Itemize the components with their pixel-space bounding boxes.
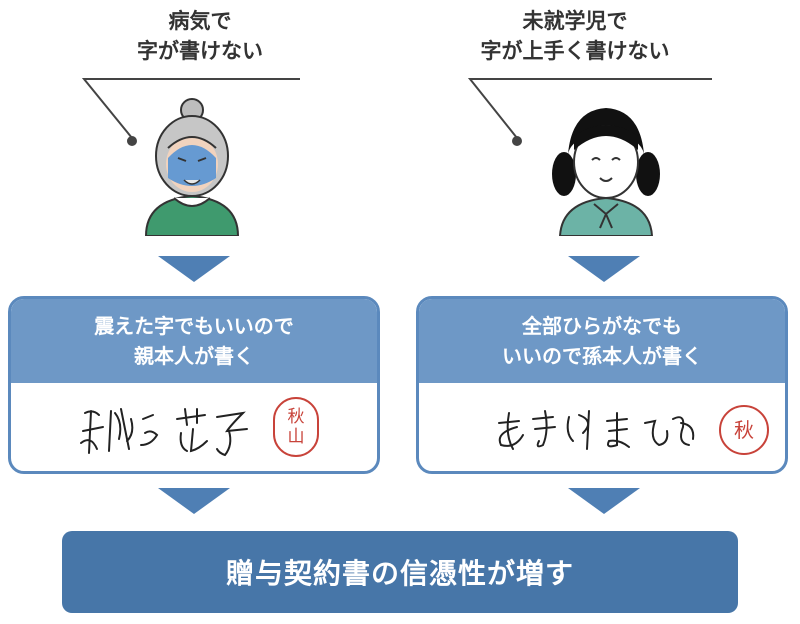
arrow-down-icon: [568, 256, 640, 282]
name-seal-left: 秋 山: [273, 397, 319, 457]
result-banner: 贈与契約書の信憑性が増す: [62, 531, 738, 613]
left-card-line1: 震えた字でもいいので: [94, 314, 294, 338]
arrow-down-icon: [568, 488, 640, 514]
right-caption-line2: 字が上手く書けない: [480, 39, 670, 63]
elderly-woman-icon: [144, 98, 240, 236]
right-leader-dot: [512, 136, 522, 146]
left-caption-line2: 字が書けない: [137, 39, 263, 63]
left-card: 震えた字でもいいので 親本人が書く 秋 山: [8, 296, 380, 474]
right-leader-line: [467, 78, 712, 139]
left-card-line2: 親本人が書く: [134, 344, 254, 368]
right-card-line1: 全部ひらがなでも: [522, 314, 682, 338]
left-leader-dot: [127, 136, 137, 146]
left-seal-line2: 山: [287, 427, 305, 447]
handwritten-signature-left: [80, 408, 248, 457]
left-leader-line: [81, 78, 300, 139]
right-card-body: 秋: [419, 383, 785, 471]
arrow-down-icon: [158, 488, 230, 514]
right-seal-text: 秋: [734, 418, 754, 442]
arrow-down-icon: [158, 256, 230, 282]
right-caption-line1: 未就学児で: [522, 9, 628, 33]
right-card: 全部ひらがなでも いいので孫本人が書く 秋: [416, 296, 788, 474]
left-seal-line1: 秋: [287, 407, 305, 427]
right-card-line2: いいので孫本人が書く: [502, 344, 702, 368]
right-caption: 未就学児で 字が上手く書けない: [445, 6, 705, 66]
right-card-header: 全部ひらがなでも いいので孫本人が書く: [419, 299, 785, 383]
left-caption-line1: 病気で: [168, 9, 232, 33]
handwritten-signature-right: [498, 410, 695, 450]
left-caption: 病気で 字が書けない: [110, 6, 290, 66]
child-girl-icon: [552, 108, 660, 236]
left-card-header: 震えた字でもいいので 親本人が書く: [11, 299, 377, 383]
left-card-body: 秋 山: [11, 383, 377, 471]
result-label: 贈与契約書の信憑性が増す: [225, 557, 574, 590]
caption-leader-lines: [81, 78, 712, 146]
name-seal-right: 秋: [719, 405, 769, 455]
